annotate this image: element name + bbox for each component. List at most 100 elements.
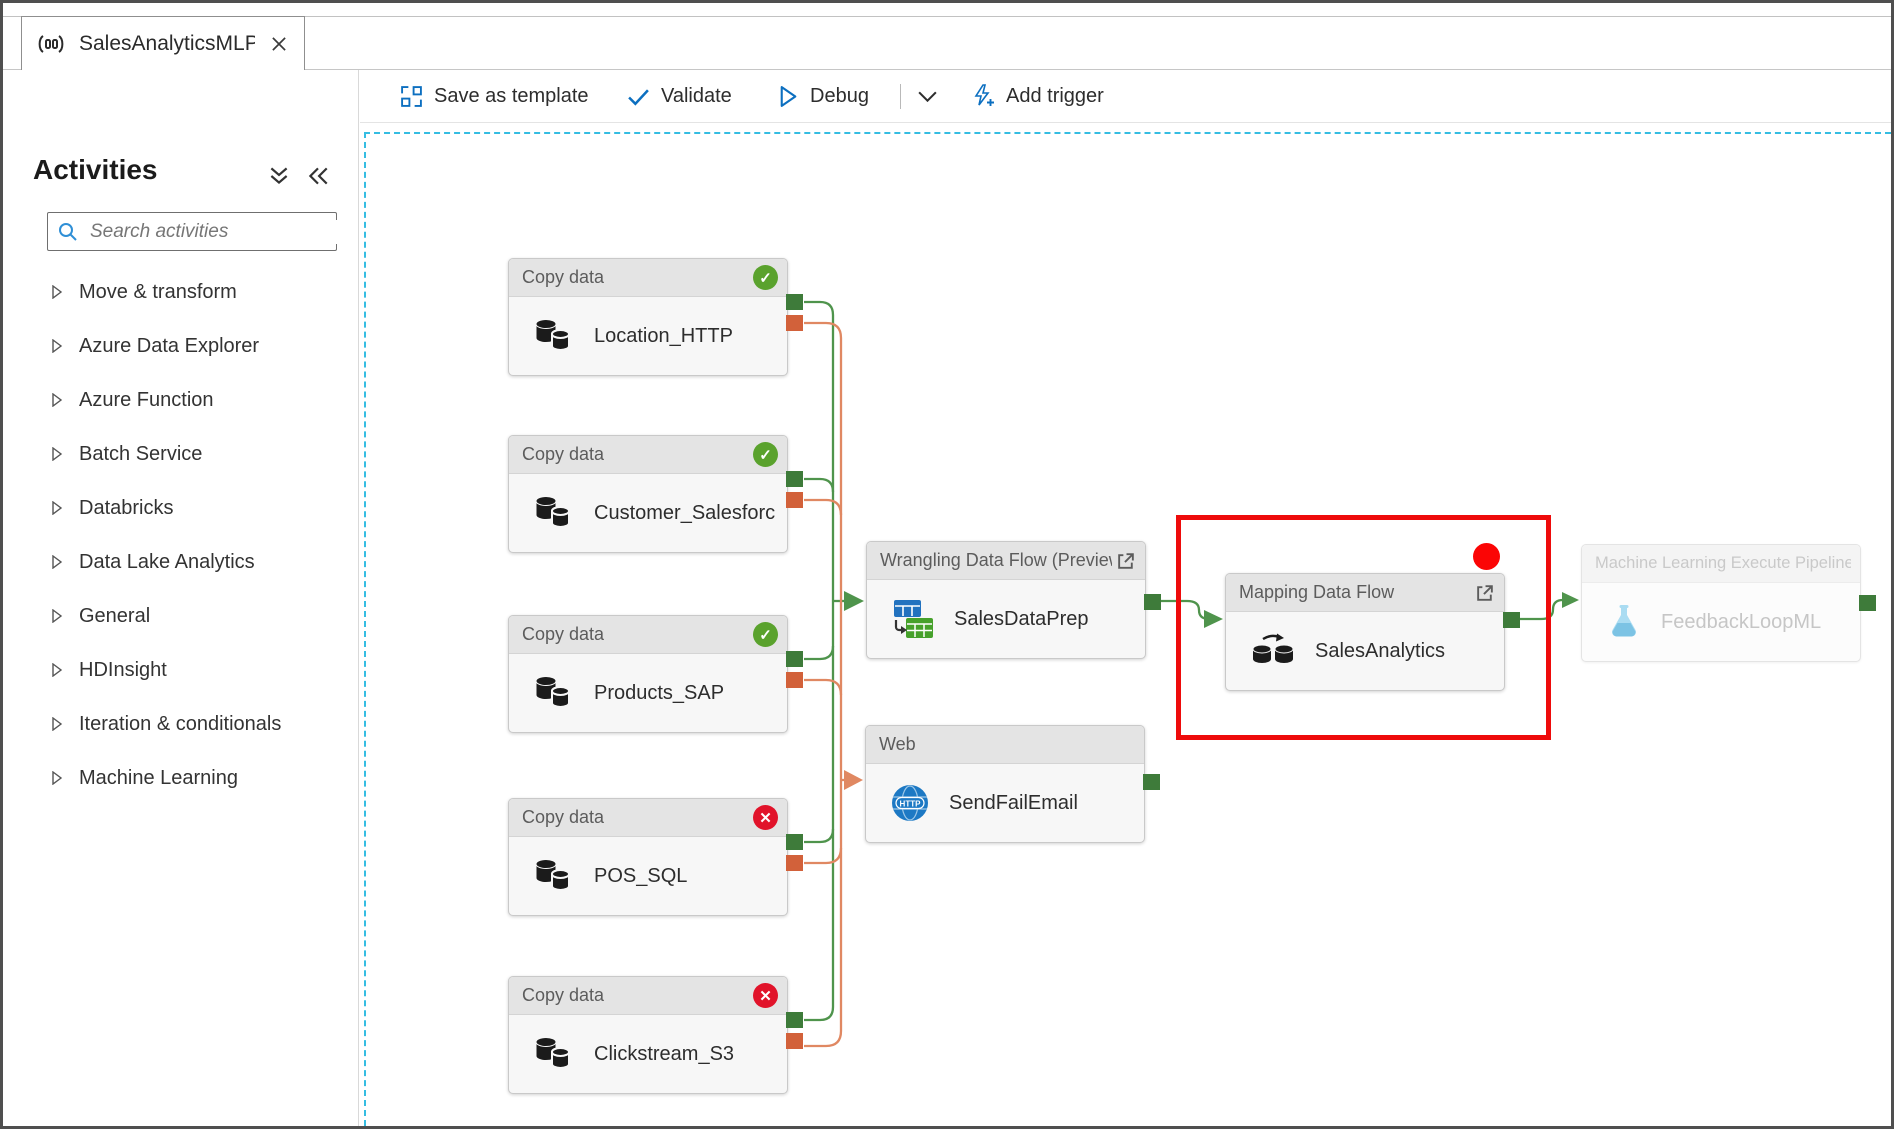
failure-output-port[interactable] <box>786 672 803 688</box>
category-iteration-conditionals[interactable]: Iteration & conditionals <box>3 697 359 751</box>
tabbar-top-divider <box>3 16 1891 17</box>
copy-data-icon <box>534 1036 574 1072</box>
activity-node-clickstream-s3[interactable]: Copy data ✕ Clickstream_S3 <box>508 976 803 1094</box>
activity-name: SendFailEmail <box>949 791 1078 814</box>
activities-panel-title: Activities <box>33 154 158 185</box>
activity-node-location-http[interactable]: Copy data ✓ Location_HTTP <box>508 258 803 376</box>
add-trigger-bolt-icon <box>974 84 994 106</box>
success-output-port[interactable] <box>786 471 803 487</box>
activity-node-feedbackloopml[interactable]: Machine Learning Execute Pipeline Feedba… <box>1581 544 1876 662</box>
expander-icon <box>52 501 63 515</box>
category-machine-learning[interactable]: Machine Learning <box>3 751 359 805</box>
node-type-label: Copy data <box>522 444 605 464</box>
open-data-flow-icon[interactable] <box>1475 583 1495 603</box>
activity-node-pos-sql[interactable]: Copy data ✕ POS_SQL <box>508 798 803 916</box>
success-output-port[interactable] <box>786 294 803 310</box>
category-general[interactable]: General <box>3 589 359 643</box>
wrangling-data-flow-icon <box>892 599 934 639</box>
copy-data-icon <box>534 675 574 711</box>
expander-icon <box>52 771 63 785</box>
error-badge-icon: ✕ <box>753 983 778 1008</box>
web-http-icon: HTTP <box>891 784 929 822</box>
activity-name: Customer_Salesforce <box>594 501 775 524</box>
node-type-label: Wrangling Data Flow (Preview) <box>880 550 1112 570</box>
success-badge-icon: ✓ <box>753 622 778 647</box>
search-activities-box <box>47 212 339 251</box>
save-as-template-icon <box>401 85 422 107</box>
activity-name: SalesAnalytics <box>1315 639 1446 662</box>
search-icon <box>58 222 78 242</box>
debug-button[interactable]: Debug <box>777 70 869 122</box>
add-trigger-button[interactable]: Add trigger <box>972 70 1104 122</box>
success-badge-icon: ✓ <box>753 442 778 467</box>
error-badge-icon: ✕ <box>753 805 778 830</box>
expander-icon <box>52 285 63 299</box>
node-type-label: Mapping Data Flow <box>1239 582 1395 602</box>
activity-name: POS_SQL <box>594 864 688 887</box>
activities-panel: Activities Move & transform Azure Data E… <box>3 70 359 1126</box>
search-activities-input[interactable] <box>88 219 339 244</box>
activity-node-sendfailemail[interactable]: Web HTTP SendFailEmail <box>865 725 1160 843</box>
debug-play-icon <box>780 85 797 107</box>
activity-category-list: Move & transform Azure Data Explorer Azu… <box>3 265 359 805</box>
save-as-template-button[interactable]: Save as template <box>400 70 589 122</box>
failure-output-port[interactable] <box>786 855 803 871</box>
svg-text:HTTP: HTTP <box>900 800 922 809</box>
machine-learning-flask-icon <box>1607 603 1641 641</box>
failure-output-port[interactable] <box>786 315 803 331</box>
success-output-port[interactable] <box>786 1012 803 1028</box>
copy-data-icon <box>534 495 574 531</box>
collapse-panel-icon[interactable] <box>306 165 330 192</box>
activity-name: SalesDataPrep <box>954 607 1089 630</box>
success-output-port[interactable] <box>1143 774 1160 790</box>
category-azure-function[interactable]: Azure Function <box>3 373 359 427</box>
success-output-port[interactable] <box>786 651 803 667</box>
node-type-label: Copy data <box>522 985 605 1005</box>
expander-icon <box>52 447 63 461</box>
success-output-port[interactable] <box>1859 595 1876 611</box>
expander-icon <box>52 339 63 353</box>
category-hdinsight[interactable]: HDInsight <box>3 643 359 697</box>
activity-node-salesanalytics[interactable]: Mapping Data Flow SalesAnalytics <box>1225 573 1520 691</box>
expander-icon <box>52 555 63 569</box>
pipeline-toolbar: Save as template Validate Debug Add trig… <box>360 70 1891 123</box>
pipeline-tab[interactable]: SalesAnalyticsMLPip... <box>21 16 305 70</box>
category-data-lake-analytics[interactable]: Data Lake Analytics <box>3 535 359 589</box>
expander-icon <box>52 609 63 623</box>
collapse-all-icon[interactable] <box>267 165 291 192</box>
activity-name: Clickstream_S3 <box>594 1042 735 1065</box>
tab-title: SalesAnalyticsMLPip... <box>79 31 255 55</box>
success-output-port[interactable] <box>786 834 803 850</box>
category-databricks[interactable]: Databricks <box>3 481 359 535</box>
activity-name: Location_HTTP <box>594 324 733 347</box>
success-output-port[interactable] <box>1144 594 1161 610</box>
pipeline-icon <box>36 34 66 54</box>
debug-options-chevron-icon[interactable] <box>916 70 939 122</box>
expander-icon <box>52 663 63 677</box>
node-type-label: Machine Learning Execute Pipeline <box>1595 554 1851 572</box>
validate-button[interactable]: Validate <box>627 70 732 122</box>
success-badge-icon: ✓ <box>753 265 778 290</box>
failure-output-port[interactable] <box>786 492 803 508</box>
pipeline-canvas[interactable] <box>364 132 1891 1126</box>
activity-node-customer-salesforce[interactable]: Copy data ✓ Customer_Salesforce <box>508 435 803 553</box>
expander-icon <box>52 393 63 407</box>
category-batch-service[interactable]: Batch Service <box>3 427 359 481</box>
failure-output-port[interactable] <box>786 1033 803 1049</box>
copy-data-icon <box>534 858 574 894</box>
tab-close-icon[interactable] <box>268 33 290 55</box>
open-data-flow-icon[interactable] <box>1116 551 1136 571</box>
success-output-port[interactable] <box>1503 612 1520 628</box>
activity-name: FeedbackLoopML <box>1661 610 1822 633</box>
node-type-label: Copy data <box>522 624 605 644</box>
tabbar-bottom-divider <box>3 69 1891 70</box>
node-type-label: Copy data <box>522 807 605 827</box>
node-type-label: Copy data <box>522 267 605 287</box>
activity-node-products-sap[interactable]: Copy data ✓ Products_SAP <box>508 615 803 733</box>
category-move-transform[interactable]: Move & transform <box>3 265 359 319</box>
category-azure-data-explorer[interactable]: Azure Data Explorer <box>3 319 359 373</box>
activity-node-salesdataprep[interactable]: Wrangling Data Flow (Preview) SalesDataP… <box>866 541 1161 659</box>
toolbar-separator <box>900 84 901 109</box>
expander-icon <box>52 717 63 731</box>
